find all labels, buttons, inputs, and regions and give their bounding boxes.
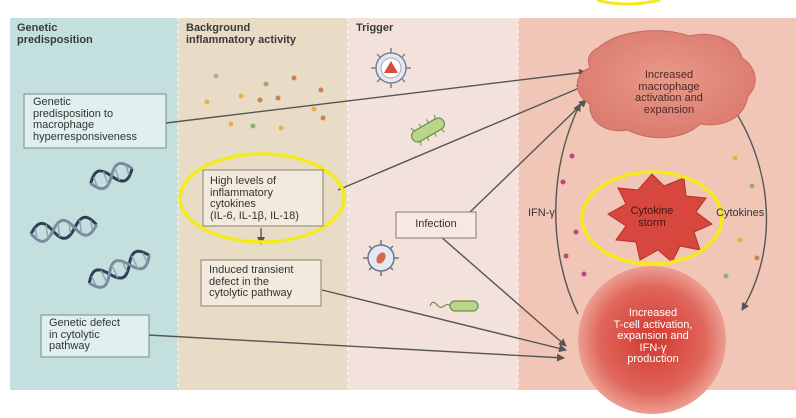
virus-icon [371, 48, 411, 88]
arrow-infection-to-macrophage [469, 99, 587, 213]
arrow-genetic-to-macrophage [165, 68, 587, 124]
box-genetic-hyper-text: Genetic predisposition to macrophage hyp… [33, 96, 137, 143]
arrow-geneticdefect-to-tcell [147, 334, 565, 362]
tcell-cell [578, 266, 726, 414]
bacterium-icon-2 [429, 300, 479, 312]
arrow-tcell-to-macrophage-ifn [555, 103, 581, 315]
dna-helix-2-icon [29, 215, 98, 243]
arrow-defect-to-tcell [321, 289, 567, 353]
box-infection [395, 211, 477, 239]
trigger-column-bg [348, 18, 518, 390]
highlight-cytokine-storm [580, 170, 724, 266]
bacterium-icon [410, 114, 445, 146]
macrophage-label: Increased macrophage activation and expa… [635, 69, 703, 116]
virus-icon-2 [363, 240, 399, 276]
cytokines-label: Cytokines [716, 207, 765, 219]
macrophage-cell [576, 30, 756, 139]
cytokine-storm-label: Cytokine storm [630, 205, 674, 229]
column-title-trigger: Trigger [356, 22, 394, 34]
box-genetic-defect-text: Genetic defect in cytolytic pathway [49, 317, 120, 352]
dna-helix-3-icon [87, 249, 151, 289]
outcome-dots [560, 153, 760, 279]
box-infection-text: Infection [415, 218, 457, 230]
box-induced-defect [200, 259, 322, 307]
arrows [147, 68, 768, 362]
arrow-cytokines-to-macrophage [337, 85, 585, 191]
column-title-background: Background inflammatory activity [186, 22, 297, 46]
box-genetic-defect [40, 314, 150, 358]
box-induced-defect-text: Induced transient defect in the cytolyti… [209, 264, 294, 299]
tcell-label: Increased T-cell activation, expansion a… [613, 307, 693, 365]
column-title-genetic: Genetic predisposition [17, 22, 93, 46]
dna-helix-1-icon [89, 161, 134, 191]
arrow-infection-to-tcell [439, 235, 567, 347]
ifn-gamma-label: IFN-γ [528, 207, 555, 219]
top-highlight-arc [596, 0, 661, 6]
box-genetic-hyper [23, 93, 167, 149]
box-high-cytokines-text: High levels of inflammatory cytokines (I… [210, 175, 299, 222]
box-high-cytokines [202, 169, 324, 227]
highlight-cytokines [178, 152, 346, 244]
cytokine-dots [204, 73, 326, 131]
arrow-macrophage-to-tcell-cytokines [731, 105, 768, 311]
